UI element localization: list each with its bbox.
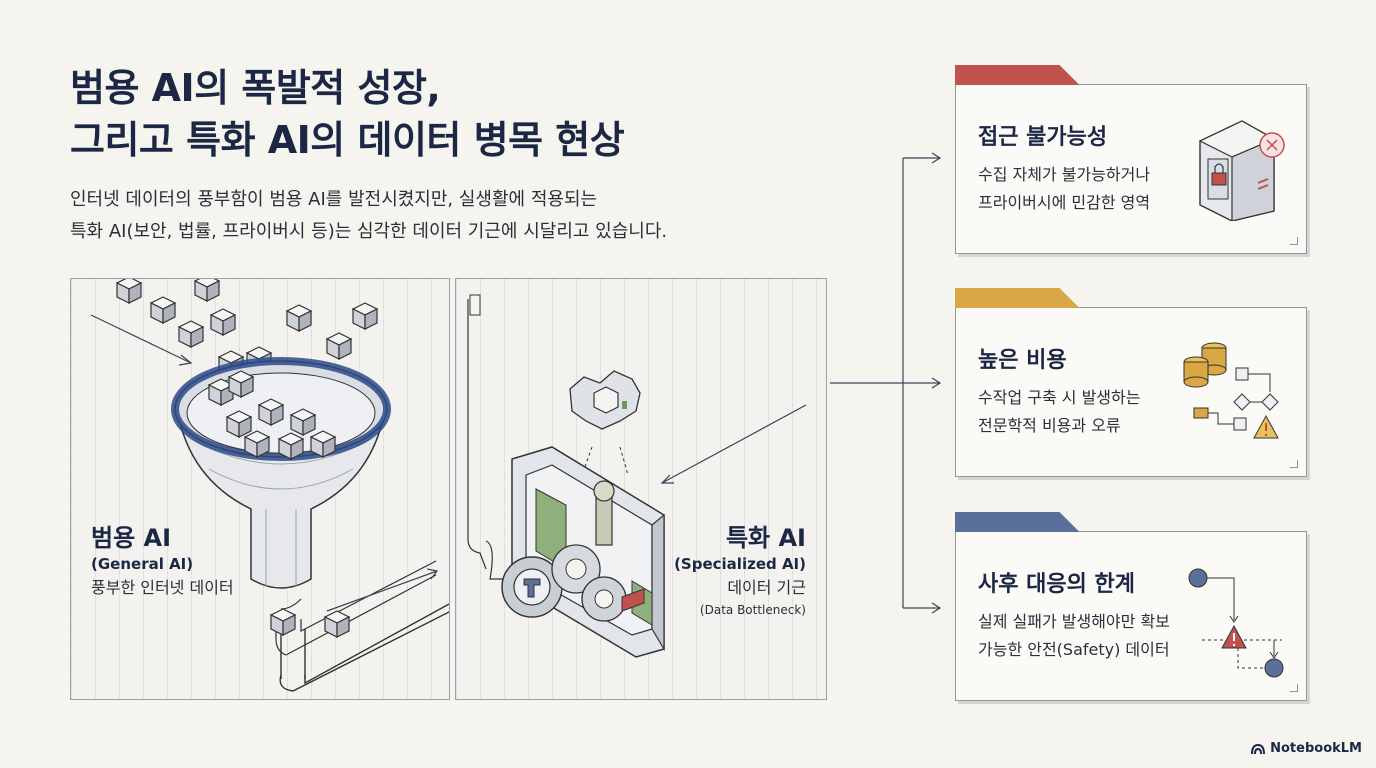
card-title: 높은 비용 <box>978 348 1067 373</box>
general-ai-panel: 범용 AI (General AI) 풍부한 인터넷 데이터 <box>70 278 450 700</box>
card-description-line-1: 실제 실패가 발생해야만 확보 <box>978 612 1170 631</box>
subtitle-line-2: 특화 AI(보안, 법률, 프라이버시 등)는 심각한 데이터 기근에 시달리고… <box>70 221 668 242</box>
card-inaccessibility: 접근 불가능성 수집 자체가 불가능하거나 프라이버시에 민감한 영역 <box>954 65 1307 254</box>
card-description-line-1: 수집 자체가 불가능하거나 <box>978 165 1151 184</box>
coins-flowchart-icon <box>1183 342 1279 439</box>
specialized-ai-title: 특화 AI <box>725 524 806 552</box>
card-corner <box>1290 460 1298 468</box>
page-title: 범용 AI의 폭발적 성장, 그리고 특화 AI의 데이터 병목 현상 <box>70 62 625 166</box>
card-description-line-2: 프라이버시에 민감한 영역 <box>978 193 1151 212</box>
subtitle-line-1: 인터넷 데이터의 풍부함이 범용 AI를 발전시켰지만, 실생활에 적용되는 <box>70 189 598 210</box>
card-tab <box>954 65 1080 85</box>
card-description-line-1: 수작업 구축 시 발생하는 <box>978 388 1141 407</box>
card-description: 수작업 구축 시 발생하는 전문학적 비용과 오류 <box>978 384 1140 440</box>
funnel-illustration <box>90 279 449 692</box>
specialized-ai-description: 데이터 기근 <box>727 578 806 597</box>
card-title: 사후 대응의 한계 <box>978 572 1135 597</box>
specialized-ai-description-en: (Data Bottleneck) <box>699 603 806 617</box>
coin-stack-icon <box>1183 342 1227 388</box>
card-description-line-2: 가능한 안전(Safety) 데이터 <box>978 640 1170 659</box>
general-ai-title: 범용 AI <box>91 524 172 552</box>
specialized-ai-english: (Specialized AI) <box>674 555 806 573</box>
card-corner <box>1290 684 1298 692</box>
card-reactive-limit: 사후 대응의 한계 실제 실패가 발생해야만 확보 가능한 안전(Safety)… <box>954 512 1307 701</box>
brand-name: NotebookLM <box>1270 741 1362 756</box>
failure-flow-icon <box>1188 568 1284 678</box>
floating-gear-icon <box>569 370 641 430</box>
specialized-ai-label: 특화 AI (Specialized AI) 데이터 기근 (Data Bott… <box>674 523 806 619</box>
general-ai-english: (General AI) <box>91 555 194 573</box>
card-high-cost: 높은 비용 수작업 구축 시 발생하는 전문학적 비용과 오류 <box>954 288 1307 477</box>
title-line-2: 그리고 특화 AI의 데이터 병목 현상 <box>70 118 625 162</box>
card-description-line-2: 전문학적 비용과 오류 <box>978 416 1121 435</box>
specialized-ai-panel: 특화 AI (Specialized AI) 데이터 기근 (Data Bott… <box>455 278 827 700</box>
card-title: 접근 불가능성 <box>978 125 1108 150</box>
locked-safe-icon <box>1198 120 1285 221</box>
page-subtitle: 인터넷 데이터의 풍부함이 범용 AI를 발전시켰지만, 실생활에 적용되는 특… <box>70 184 667 248</box>
general-ai-label: 범용 AI (General AI) 풍부한 인터넷 데이터 <box>91 523 234 601</box>
card-tab <box>954 288 1080 308</box>
gearbox-illustration <box>467 294 807 658</box>
card-corner <box>1290 237 1298 245</box>
card-tab <box>954 512 1080 532</box>
notebooklm-logo-icon <box>1251 743 1266 754</box>
general-ai-description: 풍부한 인터넷 데이터 <box>91 578 234 597</box>
card-description: 수집 자체가 불가능하거나 프라이버시에 민감한 영역 <box>978 161 1150 217</box>
title-line-1: 범용 AI의 폭발적 성장, <box>70 66 441 110</box>
card-description: 실제 실패가 발생해야만 확보 가능한 안전(Safety) 데이터 <box>978 608 1170 664</box>
brand-logo: NotebookLM <box>1250 741 1362 756</box>
